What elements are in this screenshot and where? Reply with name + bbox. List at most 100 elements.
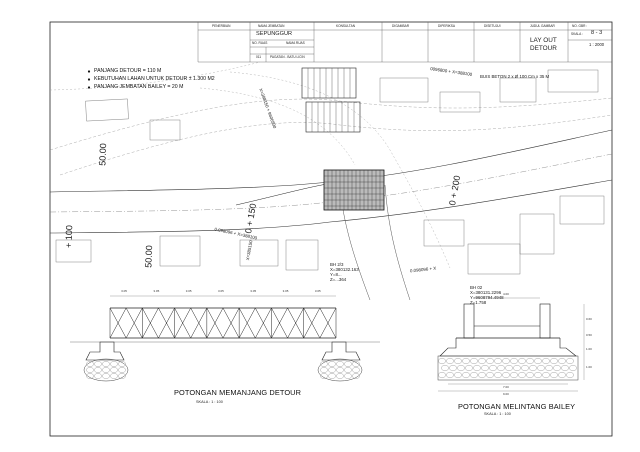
stone (462, 372, 470, 378)
truss-diagonal (222, 307, 240, 339)
stone (462, 358, 470, 364)
truss-diagonal (271, 307, 288, 339)
stone (454, 358, 462, 364)
building-8 (467, 243, 521, 275)
stone (470, 372, 478, 378)
long-section (70, 295, 380, 382)
long-dim-label: 3.05 (121, 289, 127, 293)
stone (534, 358, 542, 364)
contour-line-4 (199, 87, 356, 166)
nama-ruas-label: NAMA RUAS (286, 41, 305, 45)
bm2-line-3: Y=8... (330, 272, 342, 277)
buis-beton-label: BUIS BETON 2 x Ø 100 Cm x 35 M (480, 74, 550, 79)
stone (328, 367, 336, 373)
stone (446, 358, 454, 364)
stone (486, 358, 494, 364)
truss-diagonal (125, 307, 143, 339)
stone (542, 372, 550, 378)
stone (352, 373, 360, 379)
stone (336, 373, 344, 379)
stone (446, 372, 454, 378)
building-7 (423, 219, 465, 247)
stone (118, 361, 126, 367)
truss-diagonal (158, 307, 175, 339)
title-block-header-4: DIPERIKSA (438, 24, 456, 28)
long-section-scale: SKALA : 1 : 100 (196, 400, 223, 404)
bm-block-line-2: X=380131.2296 (470, 290, 502, 295)
contour-line-1 (49, 97, 613, 151)
cross-dim-060: 0.60 (586, 317, 592, 321)
ruas-name: PAGATAN - BATU LICIN (270, 55, 305, 59)
stone (569, 365, 577, 371)
stone (438, 372, 446, 378)
plan-view (49, 61, 613, 301)
stone (550, 358, 558, 364)
stone (86, 373, 94, 379)
note-1: PANJANG DETOUR = 110 M (94, 68, 162, 74)
cross-dim-100a: 1.00 (586, 347, 592, 351)
stone (86, 361, 94, 367)
stone (344, 373, 352, 379)
road-edge-south (49, 179, 613, 234)
stone (510, 372, 518, 378)
stone (537, 365, 545, 371)
stone (328, 361, 336, 367)
note-bullet-1 (87, 70, 91, 73)
stone (465, 365, 473, 371)
stone (486, 372, 494, 378)
building-13 (499, 77, 537, 103)
building-14 (547, 69, 599, 93)
stone (566, 358, 574, 364)
bridge-name: SEPUNGGUR (256, 31, 293, 37)
stone (320, 373, 328, 379)
stone (502, 358, 510, 364)
stone (344, 367, 352, 373)
stone (102, 367, 110, 373)
stone (566, 372, 574, 378)
building-12 (439, 91, 481, 113)
cross-dim-700-label: 7.00 (503, 385, 509, 389)
stone (494, 358, 502, 364)
stone (505, 365, 513, 371)
note-3: PANJANG JEMBATAN BAILEY = 20 M (94, 84, 184, 90)
stone (473, 365, 481, 371)
truss-diagonal (303, 307, 321, 339)
cross-dim-900-label: 9.00 (503, 392, 509, 396)
bm-block-line-3: Y=9608794.4948 (470, 295, 504, 300)
stone (542, 358, 550, 364)
title-block-header-6: JUDUL GAMBAR (530, 24, 555, 28)
stone (457, 365, 465, 371)
culvert-box-2 (305, 101, 361, 133)
stone (94, 373, 102, 379)
cross-section-title: POTONGAN MELINTANG BAILEY (458, 402, 576, 411)
title-block-header-3: DIGAMBAR (392, 24, 410, 28)
truss-side-east (539, 303, 551, 339)
stone (553, 365, 561, 371)
stone (86, 367, 94, 373)
building-9 (519, 213, 555, 255)
stone (328, 373, 336, 379)
bridge-hatch (324, 170, 384, 210)
title-block-grid (197, 22, 612, 63)
stone (110, 361, 118, 367)
ruas-number: 011 (256, 55, 262, 59)
title-block-header-7: NO. GBR : (572, 24, 588, 28)
stone (534, 372, 542, 378)
title-block-header-1: NAMA JEMBATAN (258, 24, 285, 28)
building-10 (559, 195, 605, 225)
culvert-box-1 (301, 67, 357, 99)
skala-label: SKALA : (571, 32, 583, 36)
stone (481, 365, 489, 371)
long-dim-label: 3.05 (250, 289, 257, 293)
stone (510, 358, 518, 364)
drawing-number: 8 - 3 (591, 30, 603, 36)
sheet-border (49, 21, 613, 437)
long-dim-label: 3.05 (185, 289, 192, 293)
stone (352, 361, 360, 367)
cross-section-scale: SKALA : 1 : 100 (484, 412, 511, 416)
building-5 (239, 239, 279, 267)
stone (558, 358, 566, 364)
no-ruas-label: NO. RUAS (252, 41, 268, 45)
